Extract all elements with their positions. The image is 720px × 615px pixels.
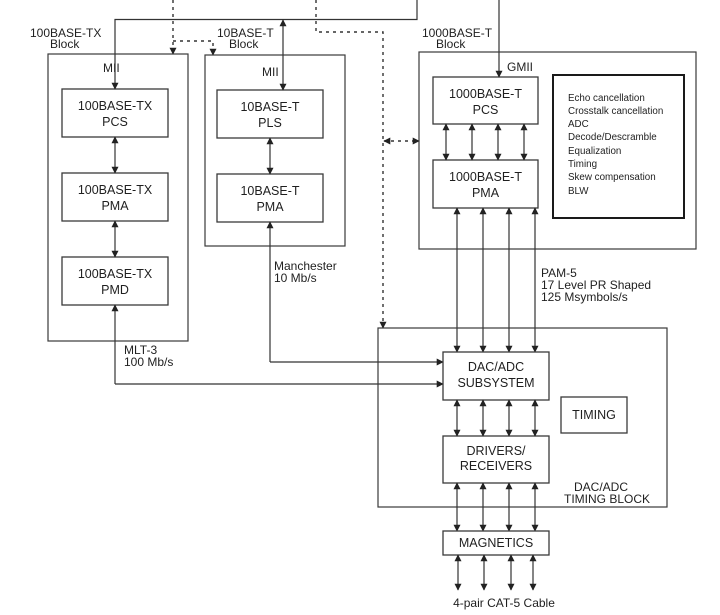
svg-text:1000BASE-T: 1000BASE-T <box>449 170 522 184</box>
block-10base-t-frame <box>204 54 346 247</box>
box-dac-adc-subsystem: DAC/ADC SUBSYSTEM <box>442 351 550 401</box>
feature-item: Echo cancellation <box>568 93 645 104</box>
svg-text:PMD: PMD <box>101 283 129 297</box>
svg-text:100BASE-TX: 100BASE-TX <box>78 183 153 197</box>
feature-item: Decode/Descramble <box>568 132 657 143</box>
block-100base-tx: 100BASE-TX Block MII 100BASE-TX PCS 100B… <box>30 26 189 369</box>
box-1000base-t-pcs: 1000BASE-T PCS <box>432 76 539 125</box>
block-1000base-t-subtitle: Block <box>436 37 466 51</box>
svg-text:TIMING: TIMING <box>572 408 616 422</box>
svg-text:PMA: PMA <box>101 199 129 213</box>
box-magnetics: MAGNETICS <box>442 530 550 556</box>
block-1000base-t: 1000BASE-T Block GMII 1000BASE-T PCS 100… <box>418 26 697 304</box>
interface-connectors <box>111 0 503 329</box>
signal-label-100mbps: 100 Mb/s <box>124 355 173 369</box>
block-dac-adc-timing-title-2: TIMING BLOCK <box>564 492 650 506</box>
arrows-magnetics-cable <box>454 554 537 591</box>
svg-text:1000BASE-T: 1000BASE-T <box>449 87 522 101</box>
block-100base-tx-frame <box>47 53 189 342</box>
box-100base-tx-pcs: 100BASE-TX PCS <box>61 88 169 138</box>
svg-text:DRIVERS/: DRIVERS/ <box>466 444 526 458</box>
block-dac-adc-timing-title-1: DAC/ADC <box>574 480 628 494</box>
svg-text:MAGNETICS: MAGNETICS <box>459 536 533 550</box>
block-10base-t-subtitle: Block <box>229 37 259 51</box>
block-1000base-t-frame <box>418 51 697 250</box>
svg-text:10BASE-T: 10BASE-T <box>240 184 299 198</box>
box-drivers-receivers: DRIVERS/ RECEIVERS <box>442 435 550 484</box>
svg-text:10BASE-T: 10BASE-T <box>240 100 299 114</box>
gmii-label: GMII <box>507 60 533 74</box>
dsp-features-box: Echo cancellation Crosstalk cancellation… <box>552 74 685 219</box>
svg-text:100BASE-TX: 100BASE-TX <box>78 99 153 113</box>
svg-text:100BASE-TX: 100BASE-TX <box>78 267 153 281</box>
feature-item: Equalization <box>568 146 621 157</box>
block-1000base-t-title: 1000BASE-T <box>422 26 493 40</box>
svg-text:PMA: PMA <box>472 186 500 200</box>
signal-label-mlt3: MLT-3 <box>124 343 157 357</box>
svg-text:PCS: PCS <box>102 115 128 129</box>
block-10base-t: 10BASE-T Block MII 10BASE-T PLS 10BASE-T… <box>204 26 346 285</box>
box-10base-t-pls: 10BASE-T PLS <box>216 89 324 139</box>
svg-text:RECEIVERS: RECEIVERS <box>460 459 532 473</box>
block-dac-adc-timing-frame <box>377 327 668 508</box>
signal-label-manchester: Manchester <box>274 259 337 273</box>
signal-label-10mbps: 10 Mb/s <box>274 271 317 285</box>
box-100base-tx-pmd: 100BASE-TX PMD <box>61 256 169 306</box>
svg-text:PCS: PCS <box>473 103 499 117</box>
signal-label-17level: 17 Level PR Shaped <box>541 278 651 292</box>
feature-item: BLW <box>568 186 589 197</box>
box-10base-t-pma: 10BASE-T PMA <box>216 173 324 223</box>
svg-text:PMA: PMA <box>256 200 284 214</box>
feature-item: Timing <box>568 159 597 170</box>
signal-label-pam5: PAM-5 <box>541 266 577 280</box>
block-100base-tx-subtitle: Block <box>50 37 80 51</box>
arrows-pcs-pma-1000 <box>442 123 528 161</box>
feature-item: Skew compensation <box>568 172 656 183</box>
box-100base-tx-pma: 100BASE-TX PMA <box>61 172 169 222</box>
block-10base-t-title: 10BASE-T <box>217 26 274 40</box>
signal-label-125msym: 125 Msymbols/s <box>541 290 628 304</box>
box-timing: TIMING <box>560 396 628 434</box>
block-dac-adc-timing: DAC/ADC SUBSYSTEM TIMING DRIVERS/ RECEIV… <box>377 327 668 508</box>
mii-label-100: MII <box>103 61 120 75</box>
feature-item: ADC <box>568 119 589 130</box>
mii-label-10: MII <box>262 65 279 79</box>
svg-text:DAC/ADC: DAC/ADC <box>468 360 524 374</box>
svg-text:PLS: PLS <box>258 116 282 130</box>
control-dotted-timing <box>315 0 387 329</box>
svg-text:SUBSYSTEM: SUBSYSTEM <box>457 376 534 390</box>
cable-label: 4-pair CAT-5 Cable <box>453 596 555 610</box>
feature-item: Crosstalk cancellation <box>568 106 663 117</box>
arrows-drivers-magnetics <box>453 482 539 532</box>
control-dotted-10 <box>173 40 217 56</box>
mii-connector-100 <box>111 0 418 90</box>
box-1000base-t-pma: 1000BASE-T PMA <box>432 159 539 209</box>
block-100base-tx-title: 100BASE-TX <box>30 26 101 40</box>
